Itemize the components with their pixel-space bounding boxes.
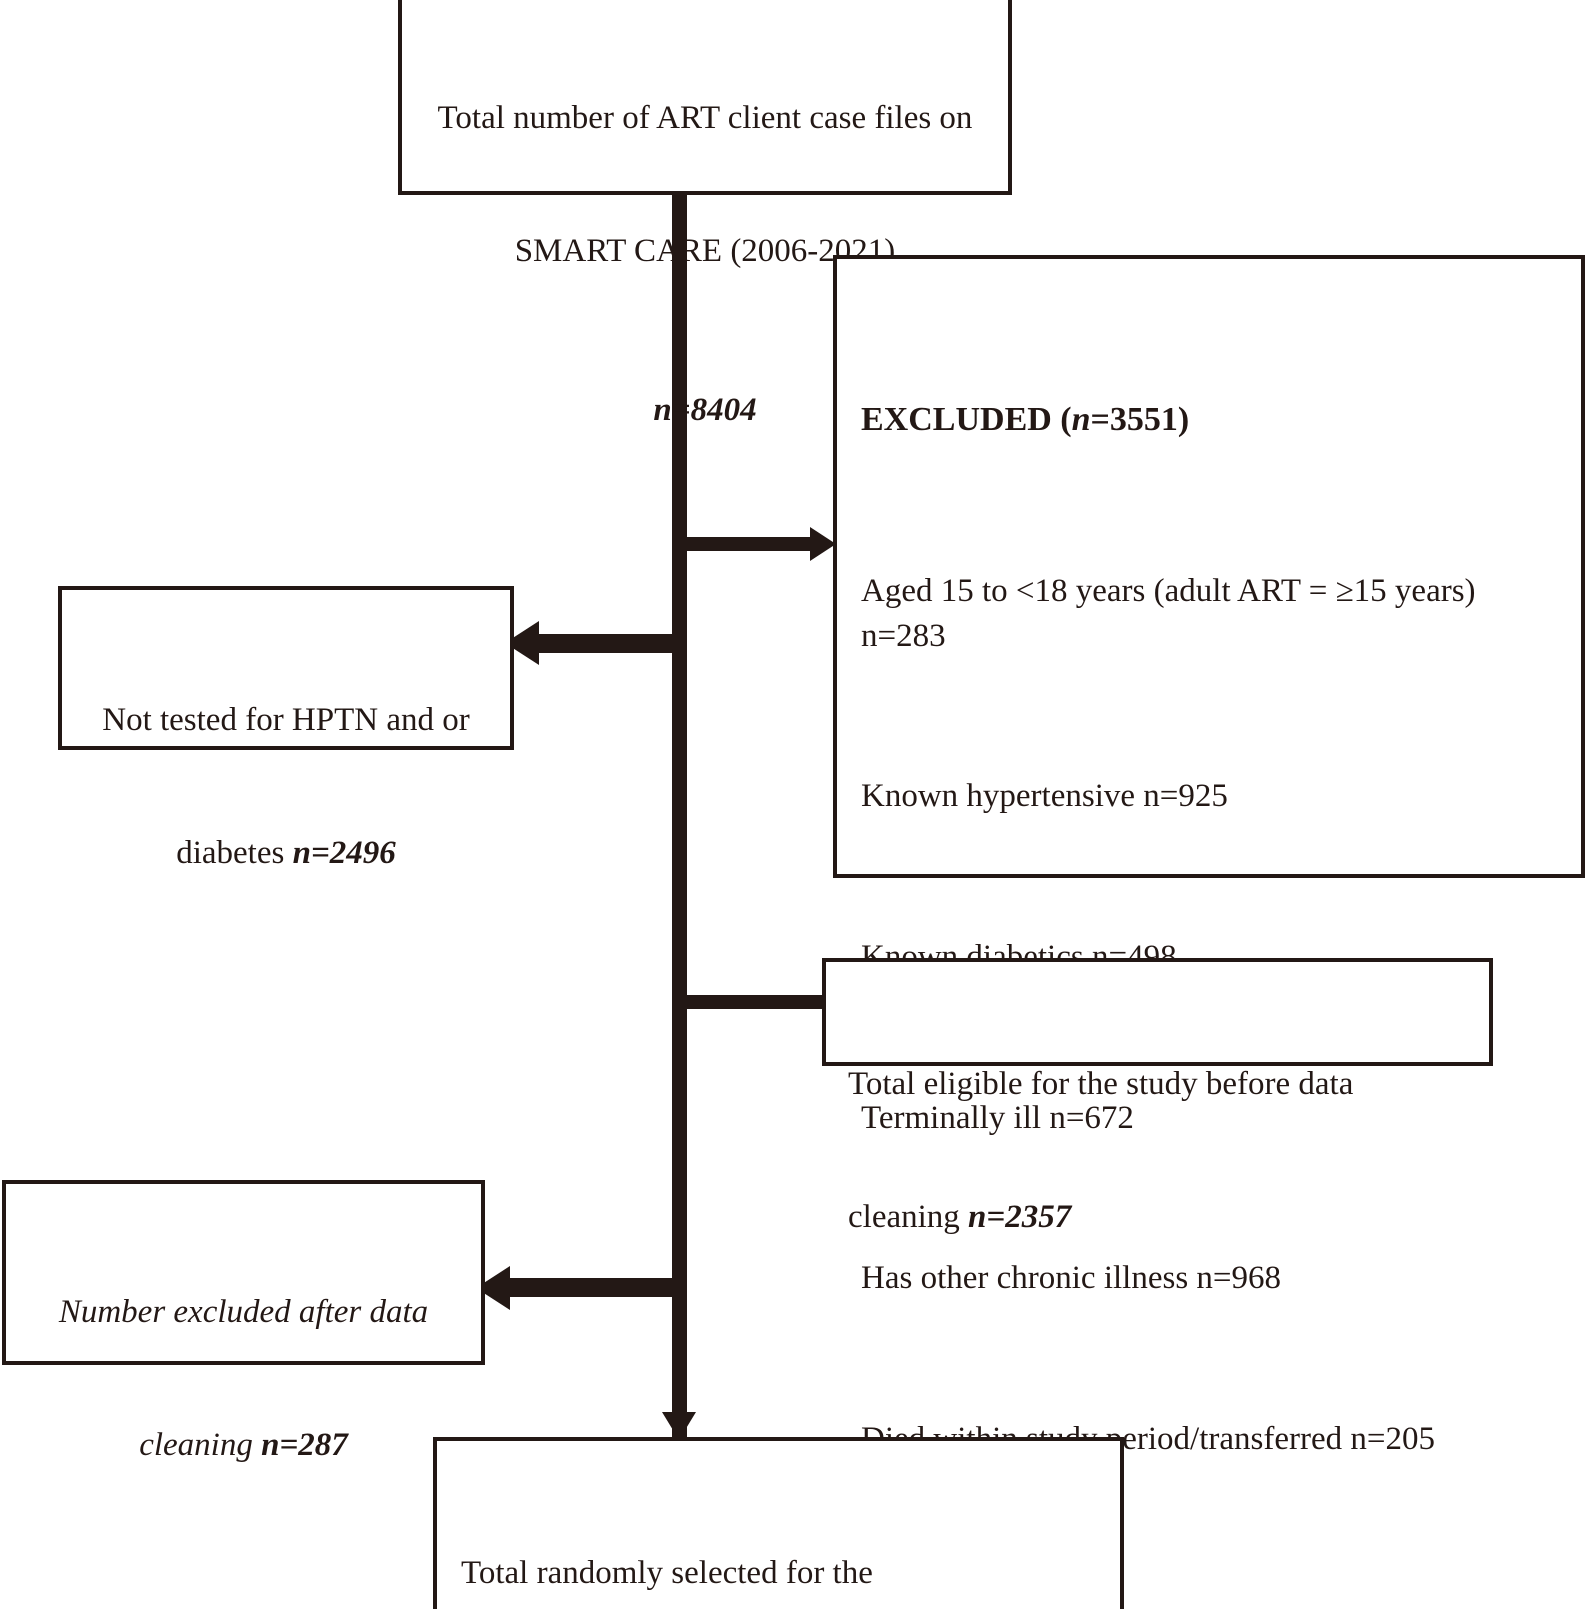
node-excluded: EXCLUDED (n=3551) Aged 15 to <18 years (…: [833, 255, 1585, 1457]
node-excluded-after-cleaning: Number excluded after data cleaning n=28…: [2, 1180, 485, 1463]
eligible-line2: cleaning n=2357: [848, 1195, 1467, 1239]
excluded-heading-suffix: =3551): [1090, 401, 1190, 439]
eligible-count: n=2357: [968, 1199, 1072, 1236]
selected-line1: Total randomly selected for the: [461, 1555, 873, 1592]
eligible-line2-prefix: cleaning: [848, 1199, 969, 1236]
main-trunk-line: [672, 191, 687, 1444]
eligible-line1: Total eligible for the study before data: [848, 1066, 1354, 1103]
excluded-heading: EXCLUDED (n=3551): [861, 397, 1557, 443]
not-tested-line1: Not tested for HPTN and or: [102, 702, 470, 739]
node-not-tested: Not tested for HPTN and or diabetes n=24…: [58, 586, 514, 871]
connector-line-to-excluded: [672, 537, 817, 551]
excluded-heading-n: n: [1071, 401, 1091, 439]
excluded-after-cleaning-count: n=287: [261, 1427, 348, 1464]
excluded-item-3: Terminally ill n=672: [861, 1099, 1134, 1136]
arrowhead-to-selected: [662, 1412, 696, 1440]
excluded-after-cleaning-line1: Number excluded after data: [58, 1294, 429, 1331]
not-tested-count: n=2496: [292, 835, 396, 872]
total-files-line1: Total number of ART client case files on: [437, 100, 973, 137]
excluded-after-cleaning-line2-prefix: cleaning: [139, 1427, 262, 1464]
node-total-case-files: Total number of ART client case files on…: [398, 0, 1012, 428]
excluded-item-4: Has other chronic illness n=968: [861, 1260, 1282, 1297]
node-total-eligible: Total eligible for the study before data…: [822, 958, 1493, 1235]
not-tested-line2-prefix: diabetes: [176, 835, 293, 872]
arrowhead-to-excluded: [810, 527, 836, 561]
connector-line-to-eligible: [672, 995, 830, 1009]
excluded-item-1: Known hypertensive n=925: [861, 778, 1228, 815]
total-files-count: n=8404: [653, 391, 757, 428]
connector-line-to-excluded-after-cleaning: [510, 1278, 685, 1297]
excluded-after-cleaning-line2: cleaning n=287: [24, 1423, 463, 1467]
excluded-item-0: Aged 15 to <18 years (adult ART = ≥15 ye…: [861, 573, 1484, 654]
node-total-selected: Total randomly selected for the study n=…: [433, 1437, 1124, 1609]
connector-line-to-not-tested: [538, 634, 683, 653]
not-tested-line2: diabetes n=2496: [76, 831, 496, 875]
total-files-line2: SMART CARE (2006-2021): [514, 233, 896, 270]
excluded-heading-prefix: EXCLUDED (: [861, 401, 1072, 439]
